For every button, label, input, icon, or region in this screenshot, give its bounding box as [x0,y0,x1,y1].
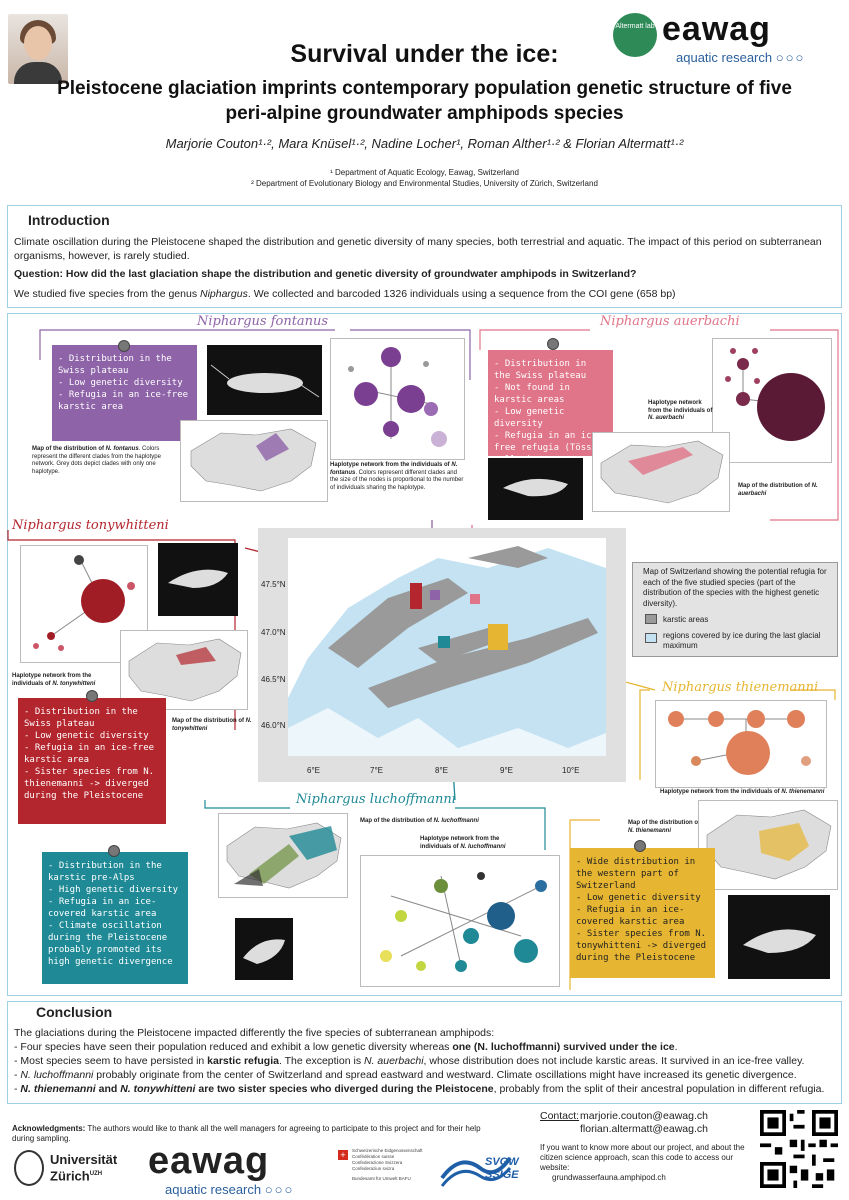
lat-label: 46.0°N [261,721,286,730]
introduction-title: Introduction [28,212,110,228]
author-photo [8,14,68,84]
pin-icon [634,840,646,852]
distribution-map-auerbachi [592,432,730,512]
map-legend: Map of Switzerland showing the potential… [632,562,838,657]
lat-label: 47.5°N [261,580,286,589]
conclusion-line-1: The glaciations during the Pleistocene i… [14,1027,495,1039]
species-title-tonywhitteni: Niphargus tonywhitteni [12,518,169,533]
qr-description: If you want to know more about our proje… [540,1143,750,1183]
caption-network-tonywhitteni: Haplotype network from the individuals o… [12,673,96,687]
pin-icon [108,845,120,857]
species-title-thienemanni: Niphargus thienemanni [662,680,819,695]
legend-swatch-ice [645,633,657,643]
caption-map-tonywhitteni: Map of the distribution of N. tonywhitte… [172,718,252,732]
central-map [288,538,606,756]
distribution-map-thienemanni [698,800,838,890]
lat-label: 47.0°N [261,628,286,637]
uzh-seal-icon [14,1150,44,1186]
distribution-map-tonywhitteni [120,630,248,710]
haplotype-network-auerbachi [712,338,832,463]
distribution-map-luchoffmanni [218,813,348,898]
species-title-luchoffmanni: Niphargus luchoffmanni [296,792,456,807]
author-list: Marjorie Couton¹·², Mara Knüsel¹·², Nadi… [165,136,684,151]
affiliation-1: ¹ Department of Aquatic Ecology, Eawag, … [330,168,519,177]
acknowledgments: Acknowledgments: The authors would like … [12,1124,481,1143]
lat-label: 46.5°N [261,675,286,684]
conclusion-title: Conclusion [36,1004,113,1020]
caption-map-auerbachi: Map of the distribution of N. auerbachi [738,483,818,497]
contact-email-1[interactable]: marjorie.couton@eawag.ch [580,1110,708,1122]
caption-map-luchoffmanni: Map of the distribution of N. luchoffman… [360,818,479,824]
specimen-photo-tonywhitteni [158,543,238,616]
eawag-logo-subtitle: aquatic research ○○○ [676,50,806,65]
specimen-photo-luchoffmanni [235,918,293,980]
specimen-photo-thienemanni [728,895,830,979]
contact-email-2[interactable]: florian.altermatt@eawag.ch [580,1123,708,1135]
contact-label: Contact: [540,1110,580,1122]
conclusion-line-5: - N. thienemanni and N. tonywhitteni are… [14,1083,825,1095]
caption-map-fontanus: Map of the distribution of N. fontanus. … [32,446,161,475]
results-panel [7,313,842,996]
legend-swatch-karst [645,614,657,624]
caption-map-thienemanni: Map of the distribution of N. thienemann… [628,820,700,834]
lon-label: 8°E [435,766,448,775]
specimen-photo-auerbachi [488,458,583,520]
qr-code-icon[interactable] [760,1110,838,1188]
conclusion-line-4: - N. luchoffmanni probably originate fro… [14,1069,797,1081]
species-title-auerbachi: Niphargus auerbachi [600,314,740,329]
pin-icon [547,338,559,350]
website-link[interactable]: grundwasserfauna.amphipod.ch [552,1173,666,1182]
research-question: Question: How did the last glaciation sh… [14,268,637,280]
note-fontanus: - Distribution in the Swiss plateau - Lo… [52,345,197,441]
eawag-footer-logo: eawag [148,1140,270,1182]
eawag-footer-subtitle: aquatic research ○○○ [165,1182,295,1197]
lon-label: 6°E [307,766,320,775]
eawag-logo: eawag [662,10,771,48]
conclusion-line-2: - Four species have seen their populatio… [14,1041,678,1053]
lon-label: 9°E [500,766,513,775]
species-title-fontanus: Niphargus fontanus [197,314,329,329]
haplotype-network-thienemanni [655,700,827,788]
caption-network-auerbachi: Haplotype network from the individuals o… [648,400,713,421]
pin-icon [118,340,130,352]
caption-network-thienemanni: Haplotype network from the individuals o… [660,789,825,795]
conclusion-line-3: - Most species seem to have persisted in… [14,1055,805,1067]
svgw-logo: SVGW SSIGE [440,1148,525,1188]
introduction-paragraph: Climate oscillation during the Pleistoce… [14,236,822,262]
affiliation-2: ² Department of Evolutionary Biology and… [251,179,598,188]
uzh-logo: Universität ZürichUZH [50,1152,118,1184]
distribution-map-fontanus [180,420,328,502]
note-luchoffmanni: - Distribution in the karstic pre-Alps -… [42,852,188,984]
conclusion-panel [7,1001,842,1104]
note-tonywhitteni: - Distribution in the Swiss plateau - Lo… [18,698,166,824]
specimen-photo-fontanus [207,345,322,415]
bafu-logo: Schweizerische Eidgenossenschaft Confédé… [352,1148,423,1181]
caption-network-luchoffmanni: Haplotype network from the individuals o… [420,836,506,850]
lon-label: 10°E [562,766,580,775]
haplotype-network-fontanus [330,338,465,460]
pin-icon [86,690,98,702]
introduction-panel [7,205,842,308]
haplotype-network-luchoffmanni [360,855,560,987]
methods-summary: We studied five species from the genus N… [14,288,676,300]
poster-title: Survival under the ice: [290,40,559,68]
note-thienemanni: - Wide distribution in the western part … [570,848,715,978]
poster-subtitle: Pleistocene glaciation imprints contempo… [57,78,792,124]
lon-label: 7°E [370,766,383,775]
altermatt-lab-logo: Altermatt lab [613,13,657,57]
swiss-cross-icon: + [338,1150,348,1160]
caption-network-fontanus: Haplotype network from the individuals o… [330,462,464,491]
